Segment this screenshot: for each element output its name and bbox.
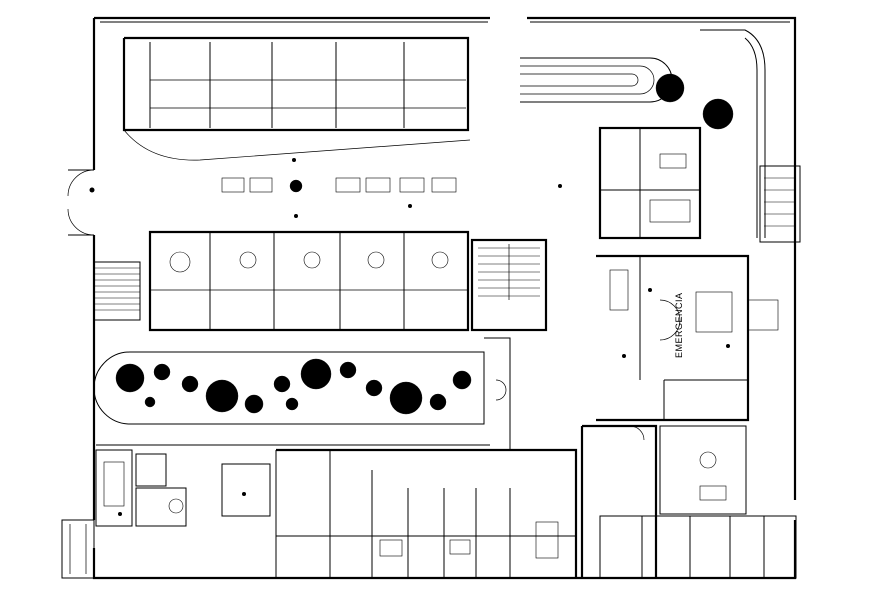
garden — [93, 351, 485, 425]
top-room-block — [122, 36, 471, 161]
room-markers — [118, 158, 730, 516]
ramp — [520, 29, 766, 238]
stairs-left — [93, 261, 141, 321]
waiting-seating — [221, 177, 457, 193]
trees-right — [655, 73, 734, 130]
central-stairs — [470, 238, 548, 332]
corridor-connector — [484, 337, 511, 451]
emergency-label: EMERGENCIA — [674, 292, 684, 358]
bottom-left-rooms — [95, 444, 490, 527]
bottom-entrance — [61, 519, 95, 579]
emergency-wing: EMERGENCIA — [596, 254, 779, 422]
site-boundary — [92, 16, 797, 580]
right-upper-rooms — [598, 126, 702, 240]
middle-room-block — [148, 230, 470, 332]
left-entrance — [67, 169, 95, 236]
bottom-right-rooms — [580, 424, 797, 579]
stairs-right — [759, 165, 801, 243]
bottom-service-rooms — [275, 448, 578, 578]
